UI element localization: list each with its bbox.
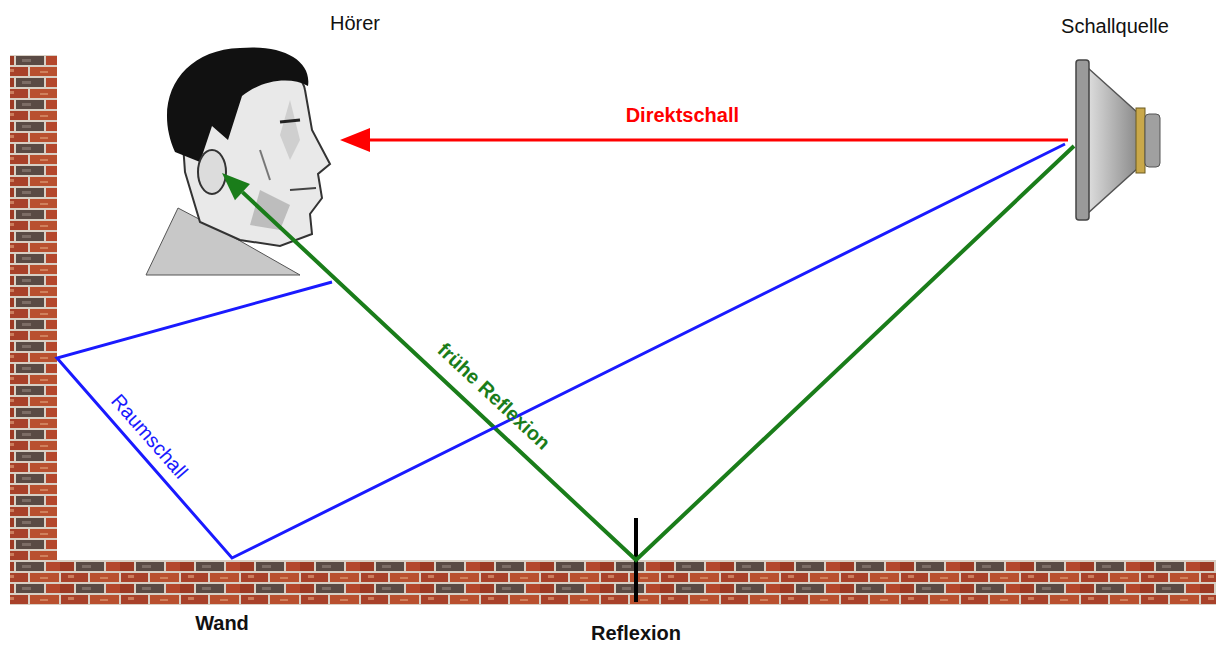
path-label: Raumschall bbox=[106, 389, 192, 483]
loudspeaker-symbol bbox=[1068, 58, 1162, 223]
path-label: frühe Reflexion bbox=[432, 339, 554, 455]
sound-line bbox=[242, 146, 1074, 560]
listener: Hörer bbox=[140, 40, 335, 275]
left-wall bbox=[10, 55, 57, 560]
sound-source: Schallquelle bbox=[1068, 58, 1162, 223]
node-title: Schallquelle bbox=[1061, 15, 1169, 38]
node-title: Hörer bbox=[330, 12, 380, 35]
sound-path bbox=[340, 128, 1068, 152]
arrow-head bbox=[340, 128, 370, 152]
sound-line bbox=[370, 139, 1068, 142]
listener-head bbox=[140, 40, 335, 275]
floor-wall bbox=[10, 560, 1216, 605]
path-label: Direktschall bbox=[623, 104, 742, 127]
reflection-label: Reflexion bbox=[591, 622, 681, 645]
wall-label: Wand bbox=[195, 612, 249, 635]
